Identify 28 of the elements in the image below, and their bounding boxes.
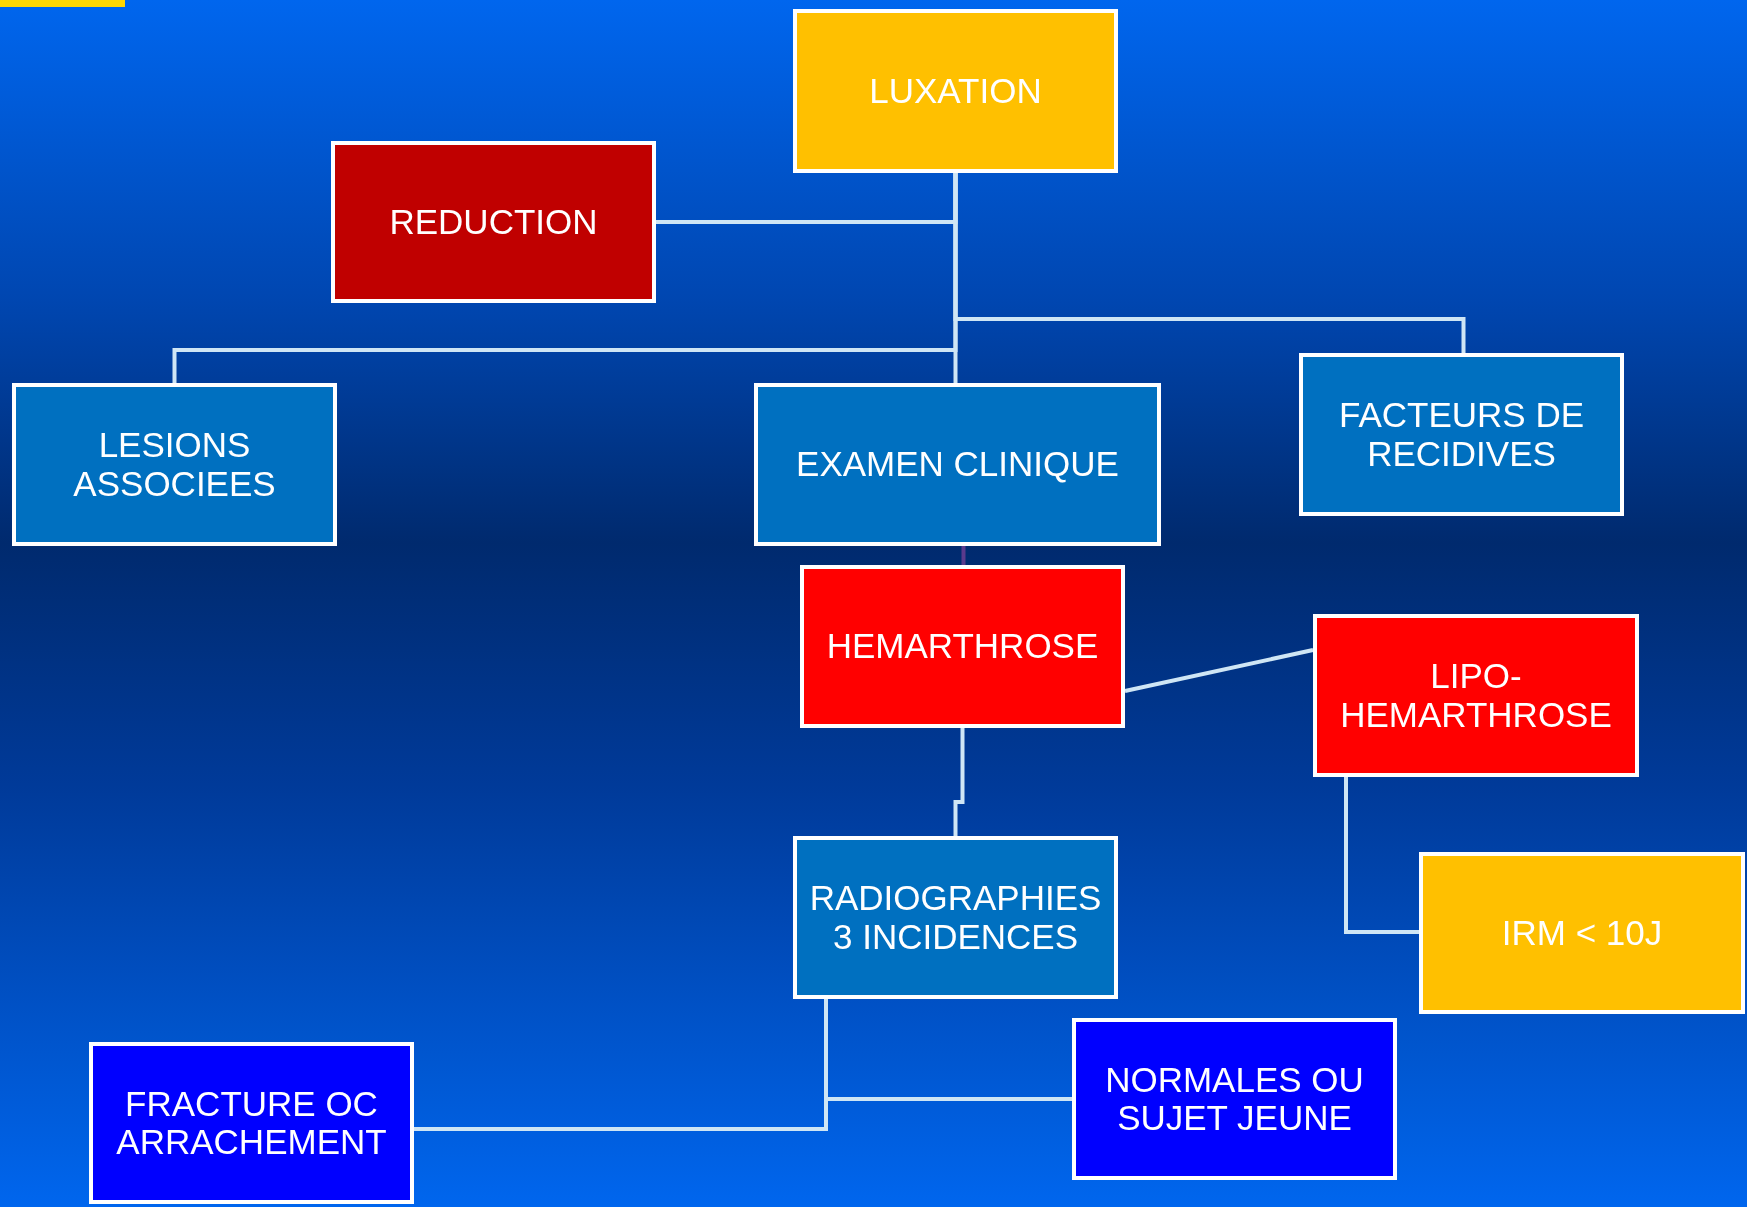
box-label: RADIOGRAPHIES 3 INCIDENCES	[808, 879, 1103, 956]
box-label: FRACTURE OC ARRACHEMENT	[115, 1084, 388, 1162]
box-label: LUXATION	[869, 71, 1042, 111]
box-label: FACTEURS DE RECIDIVES	[1337, 396, 1585, 473]
box-label: HEMARTHROSE	[826, 627, 1099, 666]
box-label: LIPO-HEMARTHROSE	[1339, 657, 1613, 734]
connector-line	[953, 173, 1466, 353]
concept-box	[793, 836, 1118, 999]
connector-line	[1344, 777, 1419, 934]
concept-box	[754, 383, 1161, 546]
box-label: EXAMEN CLINIQUE	[796, 445, 1119, 484]
connector-line	[961, 546, 966, 565]
concept-box	[1313, 614, 1639, 777]
box-label: NORMALES OU SUJET JEUNE	[1104, 1060, 1365, 1138]
concept-box	[1072, 1018, 1397, 1180]
connector-line	[953, 728, 965, 836]
connector-line	[1124, 648, 1314, 693]
concept-box	[331, 141, 656, 303]
box-label: LESIONS ASSOCIEES	[72, 426, 277, 503]
concept-box	[12, 383, 337, 546]
connector-line	[824, 999, 1072, 1101]
concept-box	[89, 1042, 414, 1204]
box-label: IRM < 10J	[1501, 913, 1663, 953]
box-label: REDUCTION	[389, 202, 598, 242]
concept-box	[800, 565, 1125, 728]
concept-box	[1419, 852, 1745, 1014]
concept-box	[1299, 353, 1624, 516]
concept-box	[793, 9, 1118, 173]
